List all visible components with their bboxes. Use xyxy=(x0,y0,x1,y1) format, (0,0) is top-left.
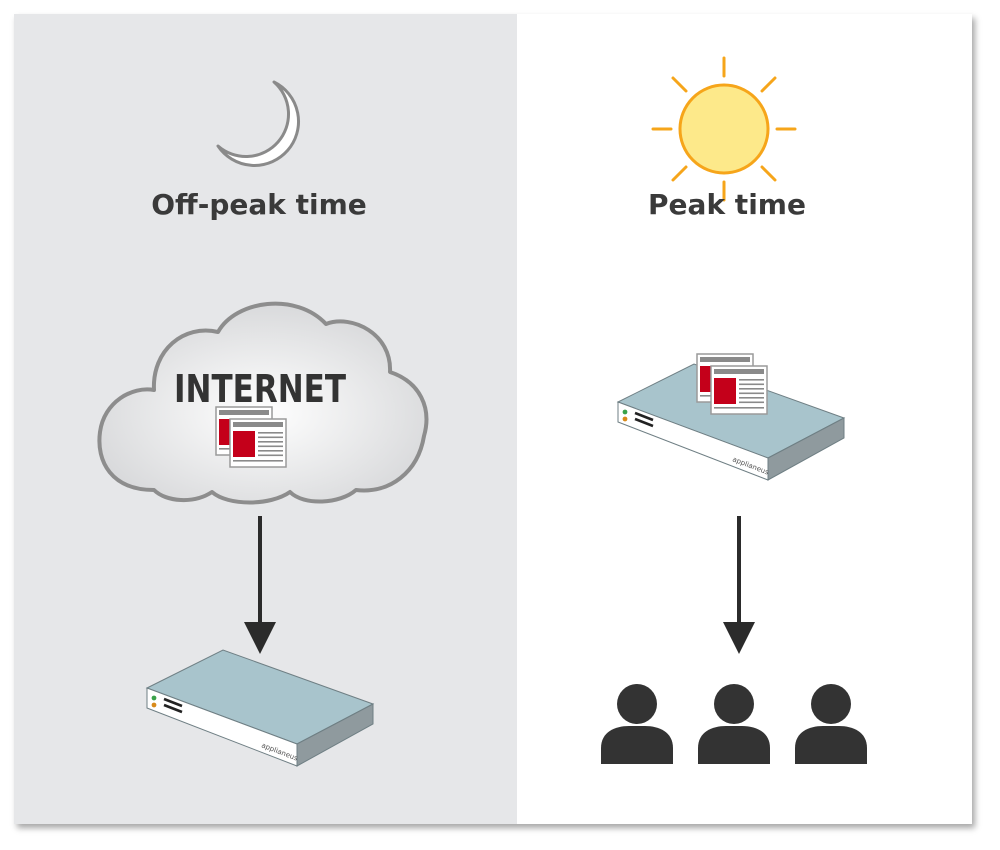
server-appliance-icon: applianeus xyxy=(145,648,375,768)
peak-panel: Peak time applianeus xyxy=(517,14,972,824)
internet-label: INTERNET xyxy=(174,367,346,411)
peak-title: Peak time xyxy=(648,188,806,221)
cloud-icon xyxy=(97,301,429,505)
diagram-frame: Off-peak time INTERNET applianeus xyxy=(14,14,972,824)
cloud-label: INTERNET xyxy=(174,367,346,411)
off-peak-title: Off-peak time xyxy=(151,188,367,221)
web-page-icon xyxy=(216,407,306,487)
web-page-icon xyxy=(697,354,787,434)
user-icon xyxy=(795,684,867,764)
arrow-down-icon xyxy=(244,516,276,654)
user-icon xyxy=(698,684,770,764)
user-icon xyxy=(601,684,673,764)
moon-icon xyxy=(216,80,301,167)
arrow-down-icon xyxy=(723,516,755,654)
sun-icon xyxy=(651,56,797,202)
off-peak-panel: Off-peak time INTERNET applianeus xyxy=(14,14,517,824)
server-appliance-icon: applianeus xyxy=(616,362,846,482)
